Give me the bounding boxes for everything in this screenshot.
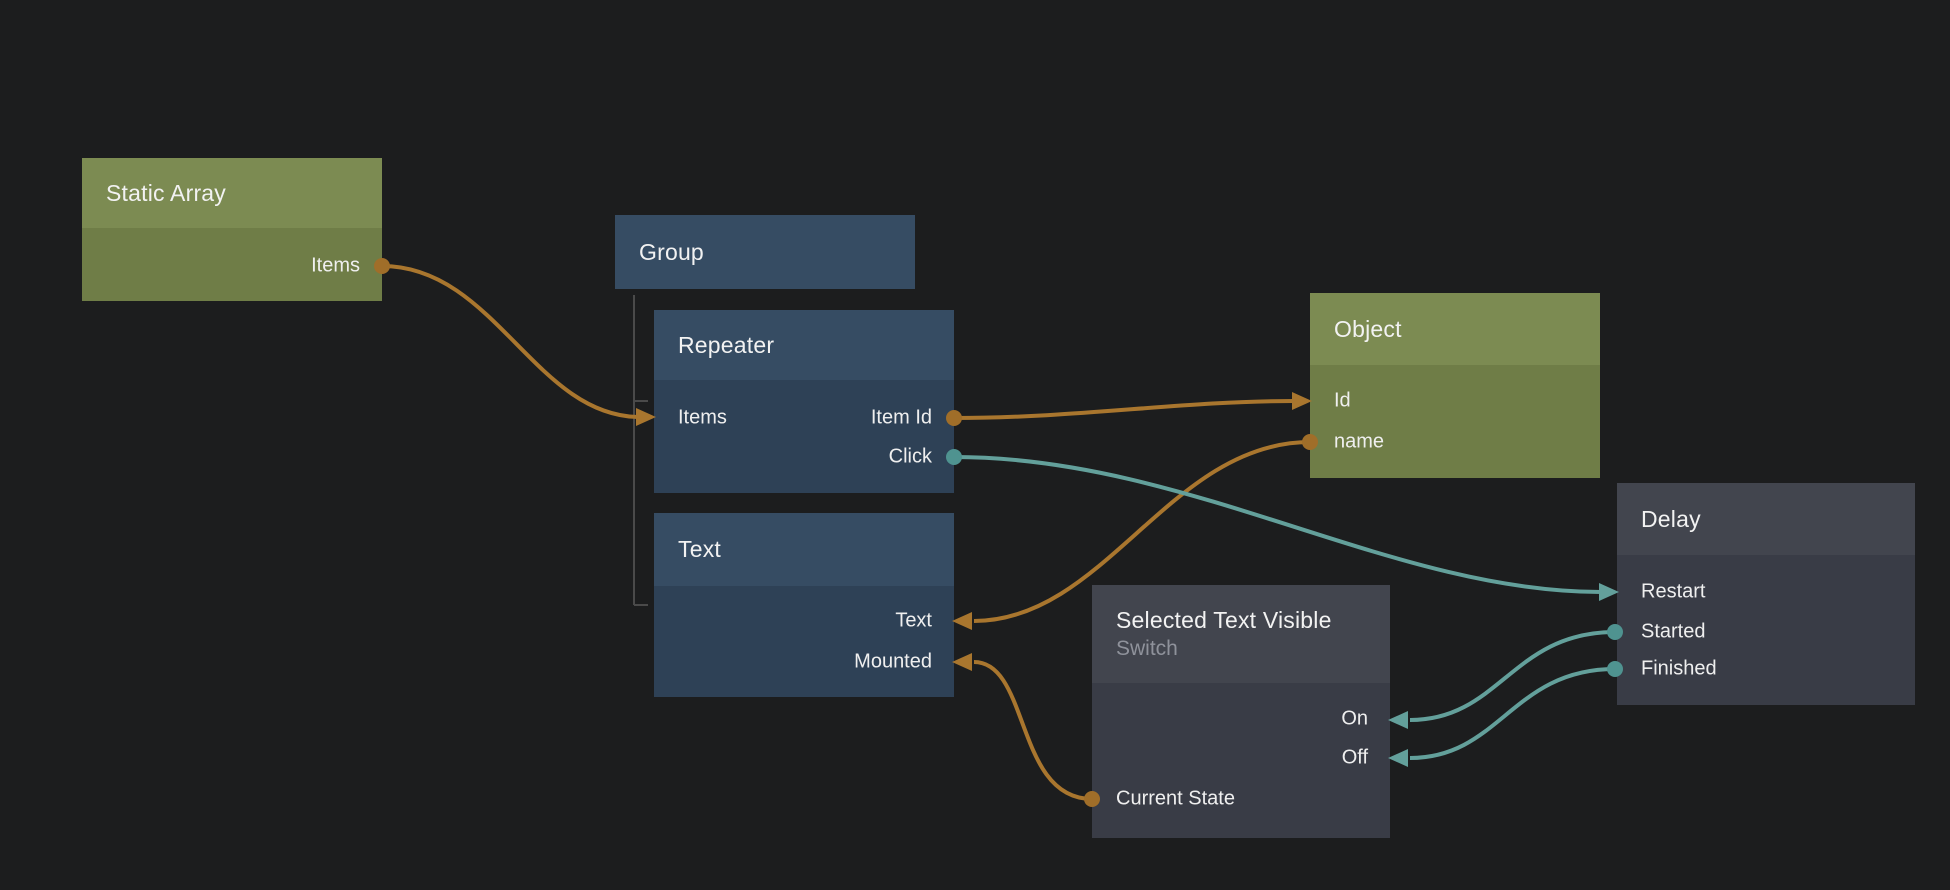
node-repeater-body: Items Item Id Click [654, 380, 954, 493]
node-group[interactable]: Group [615, 215, 915, 289]
node-title: Delay [1641, 505, 1701, 532]
group-children-bracket [633, 295, 648, 606]
port-current-state-output[interactable]: Current State [1116, 787, 1235, 810]
node-object[interactable]: Object Id name [1310, 293, 1600, 478]
node-repeater[interactable]: Repeater Items Item Id Click [654, 310, 954, 493]
port-items-output[interactable]: Items [311, 254, 360, 277]
node-text[interactable]: Text Text Mounted [654, 513, 954, 697]
port-dot-repeater-click[interactable] [946, 449, 962, 465]
node-object-header[interactable]: Object [1310, 293, 1600, 365]
port-click-output[interactable]: Click [888, 445, 932, 468]
node-repeater-header[interactable]: Repeater [654, 310, 954, 380]
port-dot-static-array-items[interactable] [374, 258, 390, 274]
node-title: Text [678, 536, 721, 562]
arrowhead-switch-on[interactable] [1388, 711, 1408, 729]
port-dot-object-name[interactable] [1302, 434, 1318, 450]
port-finished-output[interactable]: Finished [1641, 657, 1717, 680]
node-title: Static Array [106, 179, 226, 206]
node-delay-body: Restart Started Finished [1617, 555, 1915, 705]
node-static-array[interactable]: Static Array Items [82, 158, 382, 301]
arrowhead-text-mounted[interactable] [952, 653, 972, 671]
node-title: Object [1334, 315, 1402, 342]
node-text-header[interactable]: Text [654, 513, 954, 586]
port-items-input[interactable]: Items [678, 406, 727, 429]
wire-delay-started-to-switch-on[interactable] [1409, 630, 1616, 722]
port-text-input[interactable]: Text [895, 609, 932, 632]
node-object-body: Id name [1310, 365, 1600, 478]
port-dot-repeater-item-id[interactable] [946, 410, 962, 426]
port-dot-switch-current-state[interactable] [1084, 791, 1100, 807]
port-id-input[interactable]: Id [1334, 389, 1351, 412]
wire-repeater-item-id-to-object-id[interactable] [953, 399, 1295, 420]
node-title: Repeater [678, 331, 775, 358]
port-restart-input[interactable]: Restart [1641, 580, 1706, 603]
arrowhead-switch-off[interactable] [1388, 749, 1408, 767]
arrowhead-repeater-items[interactable] [636, 408, 656, 426]
node-text-body: Text Mounted [654, 586, 954, 697]
node-delay[interactable]: Delay Restart Started Finished [1617, 483, 1915, 705]
arrowhead-object-id[interactable] [1292, 392, 1312, 410]
port-started-output[interactable]: Started [1641, 620, 1706, 643]
node-static-array-body: Items [82, 228, 382, 301]
node-title: Group [639, 238, 704, 265]
port-mounted-input[interactable]: Mounted [854, 650, 932, 673]
port-name-output[interactable]: name [1334, 430, 1385, 453]
wire-static-array-items-to-repeater-items[interactable] [381, 264, 641, 419]
wire-switch-current-state-to-text-mounted[interactable] [973, 660, 1093, 801]
port-item-id-output[interactable]: Item Id [870, 406, 932, 429]
port-dot-delay-started[interactable] [1607, 624, 1623, 640]
wire-delay-finished-to-switch-off[interactable] [1409, 667, 1616, 760]
arrowhead-text-text[interactable] [952, 612, 972, 630]
node-title: Selected Text Visible [1116, 607, 1332, 633]
node-subtitle: Switch [1116, 637, 1178, 660]
port-off-input[interactable]: Off [1341, 746, 1368, 769]
node-static-array-header[interactable]: Static Array [82, 158, 382, 228]
node-group-header[interactable]: Group [615, 215, 915, 289]
node-switch[interactable]: Selected Text Visible Switch On Off Curr… [1092, 585, 1390, 838]
wire-repeater-click-to-delay-restart[interactable] [953, 455, 1602, 594]
port-on-input[interactable]: On [1341, 707, 1368, 730]
arrowhead-delay-restart[interactable] [1599, 583, 1619, 601]
wire-object-name-to-text-text[interactable] [973, 440, 1311, 623]
node-switch-header[interactable]: Selected Text Visible Switch [1092, 585, 1390, 683]
node-switch-body: On Off Current State [1092, 683, 1390, 838]
node-delay-header[interactable]: Delay [1617, 483, 1915, 555]
port-dot-delay-finished[interactable] [1607, 661, 1623, 677]
